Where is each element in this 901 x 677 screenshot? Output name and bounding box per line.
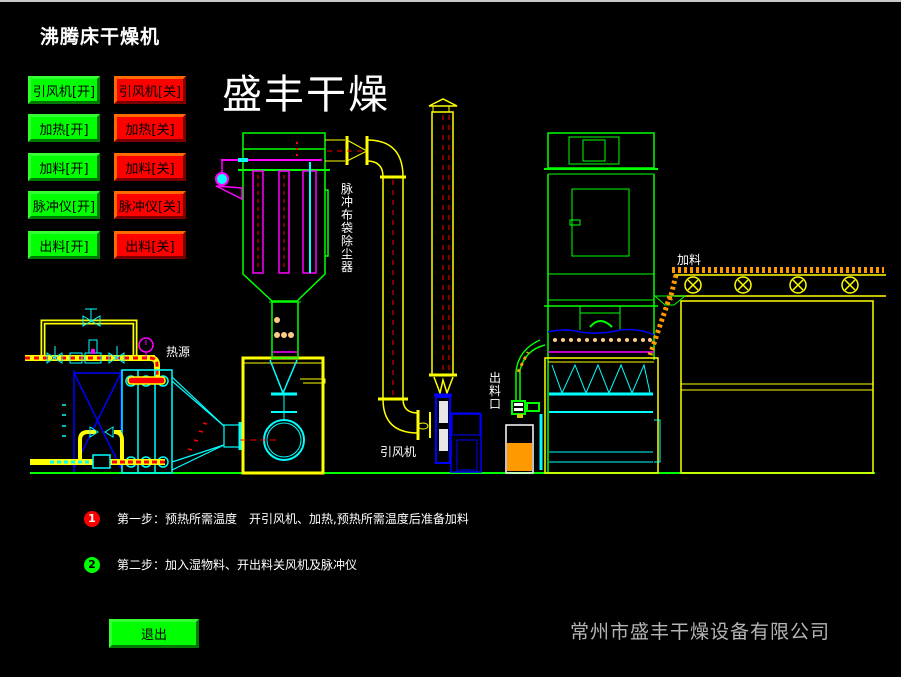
step-number-badge: 1 xyxy=(84,510,100,527)
brand-title: 盛丰干燥 xyxy=(222,72,390,118)
window-top-border xyxy=(0,0,901,2)
discharge-port-label: 出料口 xyxy=(489,371,502,411)
exhaust-stack xyxy=(428,98,458,397)
company-name: 常州市盛丰干燥设备有限公司 xyxy=(570,621,831,643)
exit-button[interactable]: 退出 xyxy=(109,619,199,648)
fan-on-button[interactable]: 引风机[开] xyxy=(28,76,100,104)
step-number-badge: 2 xyxy=(84,556,100,573)
fan-off-button[interactable]: 引风机[关] xyxy=(114,76,186,104)
heat-off-button[interactable]: 加热[关] xyxy=(114,114,186,142)
heat-source-label: 热源 xyxy=(166,345,191,359)
induced-fan xyxy=(435,396,482,473)
exhaust-ducting xyxy=(325,136,431,440)
heat-on-button[interactable]: 加热[开] xyxy=(28,114,100,142)
bag-filter-label: 脉冲布袋除尘器 xyxy=(341,182,354,274)
fluid-bed-dryer xyxy=(539,132,661,474)
bag-filter-dust-collector xyxy=(215,132,330,359)
cyclone-separator xyxy=(240,356,326,475)
discharge-on-button[interactable]: 出料[开] xyxy=(28,231,100,259)
app-title: 沸腾床干燥机 xyxy=(40,26,161,48)
feed-label: 加料 xyxy=(677,253,702,267)
pulse-on-button[interactable]: 脉冲仪[开] xyxy=(28,191,100,219)
step-text: 第二步：加入湿物料、开出料关风机及脉冲仪 xyxy=(117,558,358,572)
conveyor-roller-icon xyxy=(684,276,859,294)
step-1: 1 第一步：预热所需温度 开引风机、加热,预热所需温度后准备加料 xyxy=(84,510,469,527)
pulse-off-button[interactable]: 脉冲仪[关] xyxy=(114,191,186,219)
valve-icon xyxy=(46,308,125,364)
heater-assembly xyxy=(25,308,242,474)
induced-fan-label: 引风机 xyxy=(380,445,417,459)
feed-off-button[interactable]: 加料[关] xyxy=(114,153,186,181)
step-text: 第一步：预热所需温度 开引风机、加热,预热所需温度后准备加料 xyxy=(117,512,469,526)
feed-conveyor xyxy=(647,267,886,474)
discharge-off-button[interactable]: 出料[关] xyxy=(114,231,186,259)
step-2: 2 第二步：加入湿物料、开出料关风机及脉冲仪 xyxy=(84,556,357,573)
discharge-bin xyxy=(505,339,546,474)
material-bed xyxy=(553,338,652,342)
feed-on-button[interactable]: 加料[开] xyxy=(28,153,100,181)
